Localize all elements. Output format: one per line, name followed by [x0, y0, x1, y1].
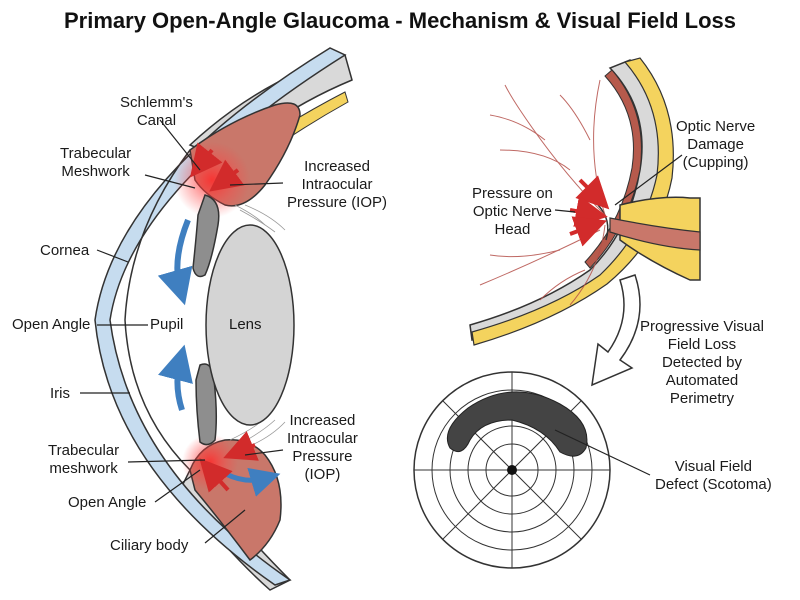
optic-pressure-arrow-1 [575, 175, 610, 210]
pressure-arrow-top-1 [190, 142, 223, 178]
pressure-arrow-bottom-1 [223, 431, 259, 461]
optic-yellow-layer [471, 57, 674, 346]
leader-lines-left [80, 119, 284, 544]
leader-scotoma [554, 429, 651, 476]
cornea-inner-edge [124, 149, 191, 471]
fixation-point [507, 465, 517, 475]
optic-nerve-fibers [609, 217, 701, 251]
lens [205, 224, 295, 426]
optic-pressure-arrow-3 [569, 216, 608, 247]
label-open-angle-bottom: Open Angle [68, 494, 147, 511]
aqueous-flow-arrow-up [158, 344, 193, 411]
pressure-arrow-bottom-2 [199, 458, 233, 493]
progression-arrow [591, 274, 641, 387]
optic-nerve-head [469, 57, 701, 346]
aqueous-flow-arrow-down [157, 218, 193, 306]
pressure-arrow-top-2 [209, 159, 245, 192]
label-pupil: Pupil [150, 316, 184, 333]
label-iris: Iris [50, 385, 70, 402]
scotoma [446, 391, 588, 457]
eye-anterior-segment [80, 47, 353, 591]
diagram-title: Primary Open-Angle Glaucoma - Mechanism … [64, 8, 736, 33]
visual-field-chart [413, 371, 651, 569]
leader-pressure-onh [554, 209, 576, 213]
label-lens: Lens [229, 316, 262, 333]
zonule-fibers [229, 204, 286, 449]
leader-optic-damage [614, 154, 683, 206]
optic-pressure-arrow-2 [569, 195, 608, 227]
iris-top [192, 194, 220, 278]
label-ciliary-body: Ciliary body [110, 537, 189, 554]
label-open-angle-mid: Open Angle [12, 316, 91, 333]
label-cornea: Cornea [40, 242, 90, 259]
